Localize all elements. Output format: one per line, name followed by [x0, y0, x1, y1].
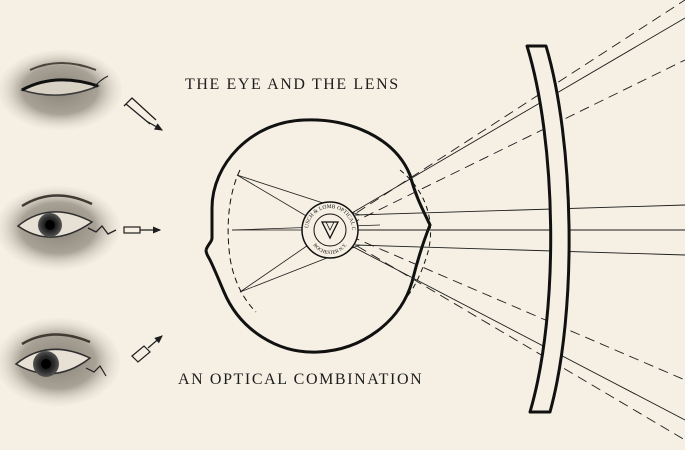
eye-photo-bottom [0, 318, 120, 406]
pointer-arrow-bottom [132, 336, 162, 362]
pointer-arrow-middle [124, 227, 160, 233]
diagram-title: THE EYE AND THE LENS [185, 76, 400, 94]
diagram-caption: AN OPTICAL COMBINATION [178, 371, 423, 389]
meniscus-lens [527, 46, 569, 412]
pointer-arrow-top [124, 98, 162, 130]
eye-photo-middle [0, 186, 120, 270]
eye-photo-top [0, 50, 122, 130]
